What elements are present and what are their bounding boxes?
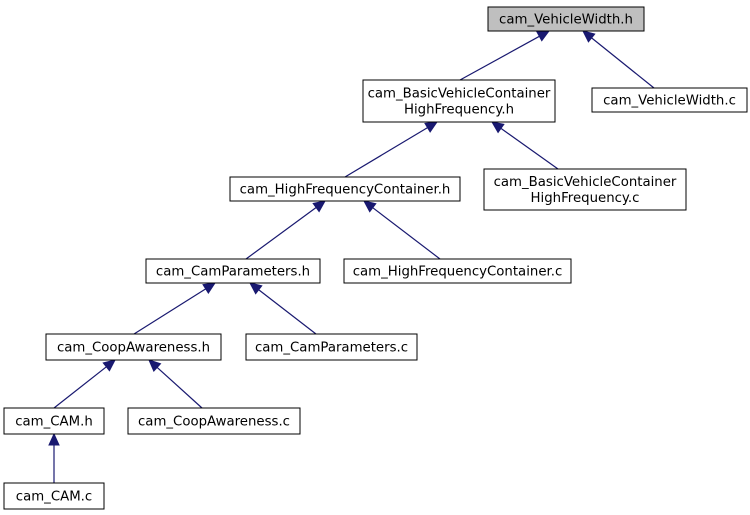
edge-line (459, 35, 540, 81)
edge-ca_c-to-ca_h (148, 359, 203, 409)
node-box (362, 79, 556, 123)
node-box (45, 333, 222, 361)
arrowhead-icon (424, 121, 439, 133)
node-label: cam_VehicleWidth.c (603, 94, 736, 109)
node-box (343, 258, 572, 284)
node-box (3, 407, 105, 435)
node-box (483, 168, 687, 211)
arrowhead-icon (363, 200, 377, 213)
node-box (245, 333, 418, 361)
edge-line (53, 366, 107, 409)
arrowhead-icon (148, 359, 162, 373)
edge-cp_c-to-cp_h (249, 282, 317, 335)
node-box (229, 176, 461, 202)
arrowhead-icon (312, 200, 326, 213)
node-label: HighFrequency.c (531, 191, 640, 206)
node-box (487, 6, 645, 32)
edge-bvc_h-to-vw_h (459, 30, 551, 81)
arrowhead-icon (249, 282, 263, 295)
node-label: cam_CamParameters.c (255, 341, 408, 356)
node-label: cam_CamParameters.h (156, 265, 310, 280)
file-node-vw-h[interactable]: cam_VehicleWidth.h (487, 6, 645, 32)
file-nodes: cam_VehicleWidth.h cam_BasicVehicleContai… (3, 6, 748, 510)
edge-hfc_h-to-bvc_h (344, 121, 439, 178)
arrowhead-icon (48, 432, 60, 446)
edge-vw_c-to-vw_h (582, 30, 655, 89)
node-label: cam_CoopAwareness.c (138, 415, 290, 430)
node-box (591, 87, 748, 113)
node-label: cam_CAM.c (16, 490, 92, 505)
edge-line (344, 127, 428, 178)
file-node-ca-h[interactable]: cam_CoopAwareness.h (45, 333, 222, 361)
edge-cp_h-to-hfc_h (245, 200, 326, 260)
dependency-edges (48, 30, 655, 483)
node-label: cam_VehicleWidth.h (499, 13, 633, 28)
node-label: cam_HighFrequencyContainer.h (240, 183, 451, 198)
file-node-vw-c[interactable]: cam_VehicleWidth.c (591, 87, 748, 113)
edge-line (156, 366, 203, 409)
edge-line (372, 207, 441, 260)
node-box (145, 258, 321, 284)
node-label: HighFrequency.h (404, 103, 514, 118)
node-label: cam_BasicVehicleContainer (368, 87, 551, 102)
file-node-cam-h[interactable]: cam_CAM.h (3, 407, 105, 435)
edge-line (258, 289, 317, 335)
file-node-cp-c[interactable]: cam_CamParameters.c (245, 333, 418, 361)
edge-line (500, 127, 559, 170)
file-node-hfc-c[interactable]: cam_HighFrequencyContainer.c (343, 258, 572, 284)
arrowhead-icon (202, 282, 217, 295)
arrowhead-icon (491, 121, 505, 134)
node-label: cam_CoopAwareness.h (57, 341, 210, 356)
node-label: cam_HighFrequencyContainer.c (353, 265, 563, 280)
node-label: cam_CAM.h (15, 415, 93, 430)
file-node-cp-h[interactable]: cam_CamParameters.h (145, 258, 321, 284)
arrowhead-icon (102, 359, 116, 372)
node-label: cam_BasicVehicleContainer (494, 175, 677, 190)
node-box (3, 482, 105, 510)
arrowhead-icon (536, 30, 551, 42)
arrowhead-icon (582, 30, 596, 43)
file-node-ca-c[interactable]: cam_CoopAwareness.c (127, 407, 301, 435)
edge-ca_h-to-cp_h (133, 282, 217, 335)
edge-cam_c-to-cam_h (48, 432, 60, 483)
node-box (127, 407, 301, 435)
file-node-cam-c[interactable]: cam_CAM.c (3, 482, 105, 510)
edge-cam_h-to-ca_h (53, 359, 116, 409)
file-node-hfc-h[interactable]: cam_HighFrequencyContainer.h (229, 176, 461, 202)
edge-line (133, 288, 207, 335)
edge-line (591, 37, 655, 89)
edge-bvc_c-to-bvc_h (491, 121, 559, 170)
edge-line (245, 207, 317, 260)
edge-hfc_c-to-hfc_h (363, 200, 441, 260)
